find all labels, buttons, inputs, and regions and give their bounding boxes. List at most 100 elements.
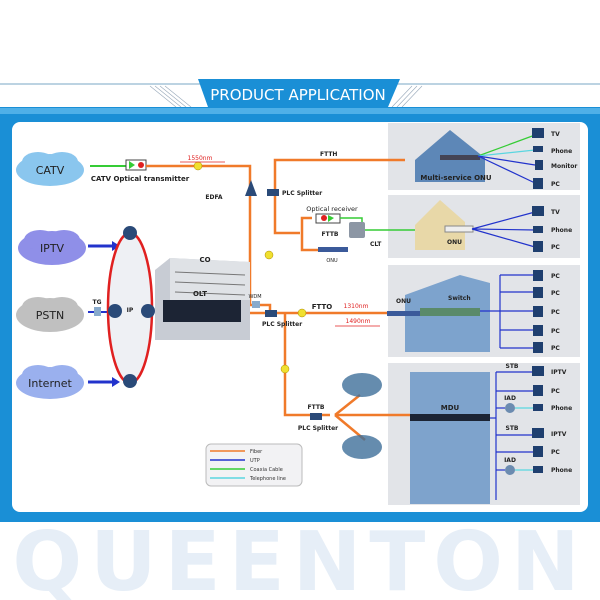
cloud-catv-label: CATV — [36, 164, 65, 177]
iad-icons — [505, 403, 515, 475]
panel2-links — [471, 211, 536, 248]
ftto-label: FTTO — [312, 303, 332, 311]
fttb-2-label: FTTB — [308, 404, 325, 411]
router-icon — [123, 226, 137, 240]
wl-1310-label: 1310nm — [344, 303, 369, 310]
onu-home-label: ONU — [447, 239, 462, 246]
phone-icon — [533, 146, 543, 152]
page-title: PRODUCT APPLICATION — [210, 86, 386, 104]
tg-label: TG — [92, 299, 101, 306]
olt-rack — [163, 300, 241, 322]
co-building — [155, 258, 250, 340]
device-label: PC — [551, 290, 560, 297]
device-label: Monitor — [551, 163, 577, 170]
pc-icon — [533, 306, 543, 317]
iad-2-label: IAD — [504, 457, 516, 464]
device-label: Phone — [551, 467, 572, 474]
pc-icon — [533, 385, 543, 396]
ftth-label: FTTH — [320, 151, 337, 158]
tv-icon — [532, 206, 544, 216]
plc-splitter-3 — [310, 413, 322, 420]
legend-telephone: Telephone line — [249, 476, 286, 482]
device-label: PC — [551, 449, 560, 456]
device-label: PC — [551, 388, 560, 395]
iptv-icon — [532, 366, 544, 376]
iad-1-label: IAD — [504, 395, 516, 402]
router-icon — [108, 304, 122, 318]
header-banner — [198, 79, 400, 107]
cloud-pstn-label: PSTN — [36, 309, 65, 322]
device-label: IPTV — [551, 431, 567, 438]
onu-device-1 — [318, 247, 348, 252]
mdu-building — [410, 372, 490, 504]
plc-splitter-3-label: PLC Splitter — [298, 425, 338, 432]
onu-1-label: ONU — [326, 258, 338, 264]
device-label: PC — [551, 181, 560, 188]
device-label: PC — [551, 345, 560, 352]
office-onu-label: ONU — [396, 298, 411, 305]
multiservice-onu-device — [440, 155, 480, 160]
edfa-amplifier-icon — [245, 180, 257, 196]
pc-icon — [533, 178, 543, 189]
arrow-internet-icon — [112, 377, 120, 387]
legend-fiber: Fiber — [250, 449, 263, 455]
transmitter-label: CATV Optical transmitter — [91, 175, 190, 183]
edfa-label: EDFA — [205, 194, 222, 201]
mdu-device — [410, 414, 490, 421]
watermark: QUEENTON — [12, 515, 587, 600]
pc-icon — [533, 446, 543, 457]
frame-stripe — [0, 108, 600, 114]
pc-icon — [533, 270, 543, 281]
device-icons — [532, 128, 544, 473]
device-label: Phone — [551, 405, 572, 412]
stb-2-label: STB — [506, 425, 519, 432]
pc-icon — [533, 241, 543, 252]
phone-icon — [533, 226, 543, 233]
fiber-connector-icons — [193, 161, 307, 374]
device-label: TV — [551, 209, 560, 216]
iptv-icon — [532, 428, 544, 438]
house-wifi-icon — [415, 200, 465, 250]
phone-icon — [533, 404, 543, 411]
router-icon — [141, 304, 155, 318]
plc-splitter-2 — [265, 310, 277, 317]
device-label: PC — [551, 244, 560, 251]
cloud-catv: CATV — [16, 152, 84, 186]
onu-router-device — [444, 225, 474, 233]
panel3-links — [480, 274, 535, 349]
wavelength-1550-label: 1550nm — [188, 155, 213, 162]
pc-icon — [533, 287, 543, 298]
legend-utp: UTP — [250, 458, 260, 464]
cloud-pstn: PSTN — [16, 297, 84, 332]
legend-coax: Coaxia Cable — [250, 467, 283, 473]
stb-1-label: STB — [506, 363, 519, 370]
fttb-1-label: FTTB — [322, 231, 339, 238]
device-label: PC — [551, 309, 560, 316]
co-label: CO — [199, 256, 210, 264]
device-label: PC — [551, 273, 560, 280]
olt-label: OLT — [193, 290, 207, 298]
clt-device — [349, 222, 365, 238]
cloud-internet-label: Internet — [28, 377, 72, 390]
device-label: Phone — [551, 148, 572, 155]
plc-splitter-1-label: PLC Splitter — [282, 190, 322, 197]
ip-label: IP — [127, 307, 134, 314]
switch-label: Switch — [448, 295, 471, 302]
cloud-internet: Internet — [16, 365, 84, 399]
device-label: PC — [551, 328, 560, 335]
arrow-iptv-icon — [112, 241, 120, 251]
device-label: IPTV — [551, 369, 567, 376]
clt-label: CLT — [370, 241, 382, 248]
router-icon — [123, 374, 137, 388]
plc-splitter-1 — [267, 189, 279, 196]
switch-device — [420, 308, 480, 316]
tg-gateway-icon — [94, 307, 101, 316]
cloud-iptv-label: IPTV — [40, 242, 65, 255]
onu-device-office — [387, 311, 427, 316]
mdu-label: MDU — [441, 404, 460, 412]
plc-splitter-2-label: PLC Splitter — [262, 321, 302, 328]
monitor-icon — [535, 160, 543, 170]
